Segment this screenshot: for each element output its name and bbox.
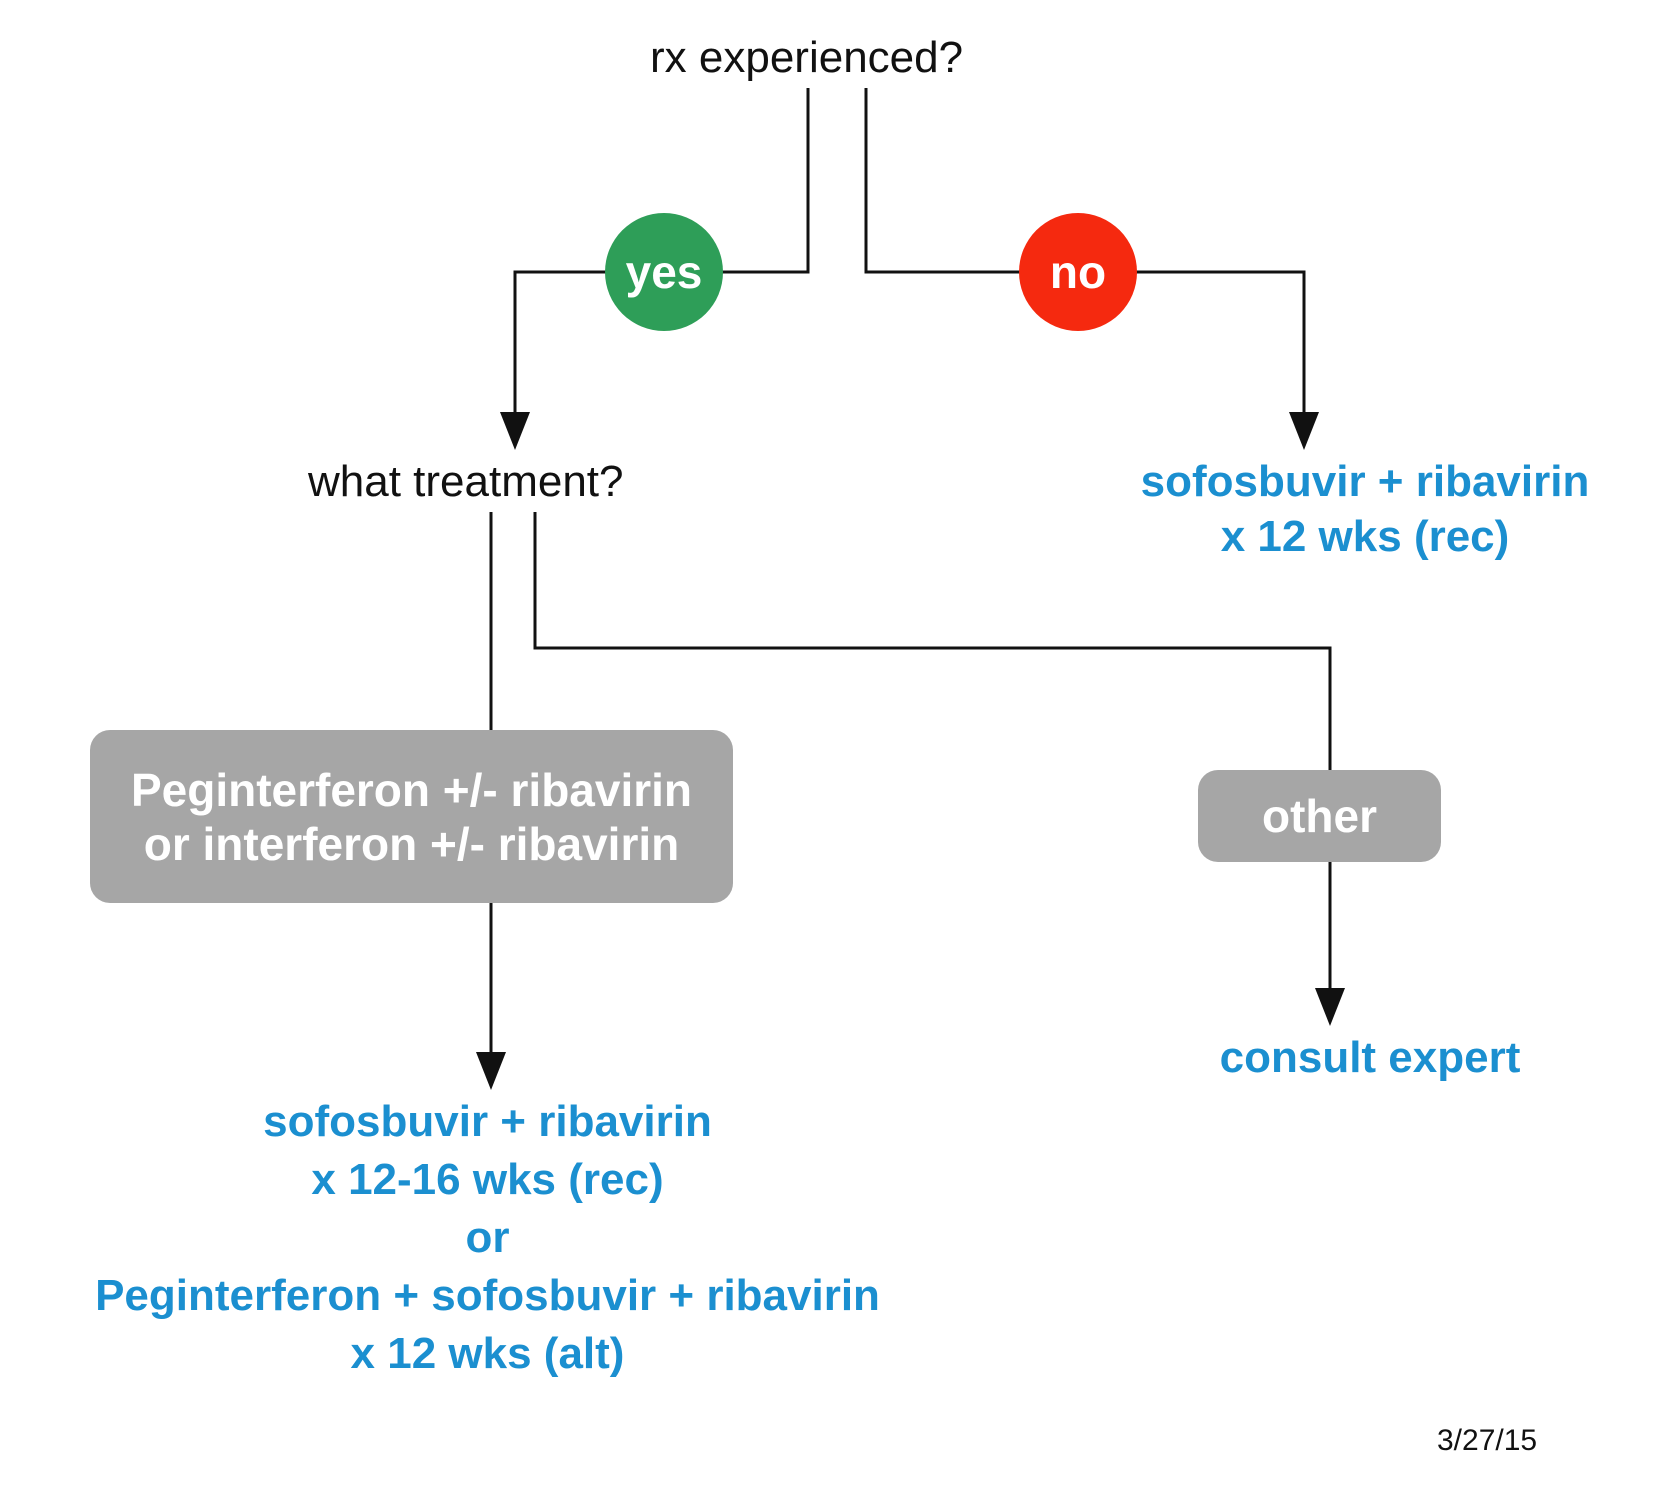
date-stamp: 3/27/15 [1437,1424,1538,1457]
rec-interferon-line1: sofosbuvir + ribavirin [263,1097,712,1146]
rec-after-interferon: sofosbuvir + ribavirin x 12-16 wks (rec)… [20,1093,955,1383]
rec-interferon-line3: or [465,1213,510,1263]
rec-naive-line2: x 12 wks (rec) [1220,512,1510,561]
interferon-box: Peginterferon +/- ribavirin or interfero… [90,730,733,903]
rec-interferon-line2: x 12-16 wks (rec) [311,1155,664,1205]
yes-bubble: yes [605,213,723,331]
interferon-box-line2: or interferon +/- ribavirin [143,817,680,870]
rec-consult-expert: consult expert [1219,1033,1521,1082]
no-branch-arrow [1289,412,1319,450]
rec-naive-line1: sofosbuvir + ribavirin [1140,457,1590,506]
yes-branch-arrow [500,412,530,450]
rec-interferon-line5: x 12 wks (alt) [350,1329,625,1379]
rec-treatment-naive: sofosbuvir + ribavirin x 12 wks (rec) [1105,454,1625,564]
other-box-label: other [1262,790,1377,842]
other-consult-arrow [1315,988,1345,1026]
no-bubble: no [1019,213,1137,331]
interferon-box-line1: Peginterferon +/- ribavirin [130,763,693,816]
treatment-to-other-line [533,512,1332,770]
question-what-treatment: what treatment? [308,457,624,506]
question-rx-experienced: rx experienced? [650,33,964,82]
other-box: other [1198,770,1441,862]
interferon-rec-arrow [476,1052,506,1090]
rec-interferon-line4: Peginterferon + sofosbuvir + ribavirin [95,1271,880,1321]
